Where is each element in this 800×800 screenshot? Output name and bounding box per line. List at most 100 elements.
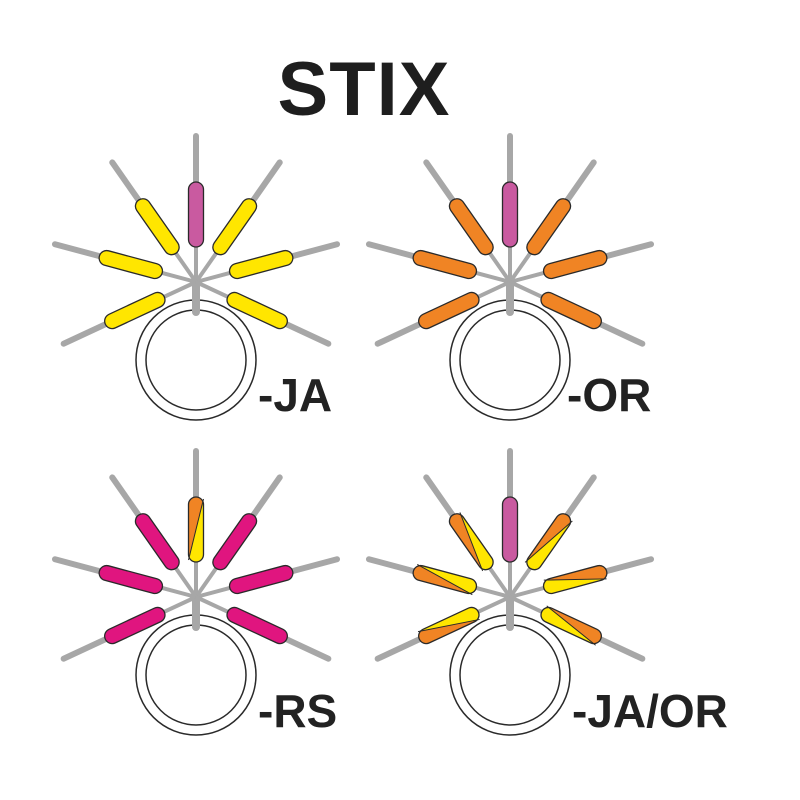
pill-split-line — [188, 498, 204, 561]
stix-panel — [51, 133, 341, 421]
ring-outer — [449, 299, 571, 421]
ray — [374, 595, 511, 662]
ring-inner — [459, 309, 561, 411]
ray-inner — [476, 595, 511, 615]
ray-tip — [109, 474, 143, 520]
ray-inner — [509, 585, 546, 599]
pill-split-line — [524, 520, 573, 563]
ray — [195, 595, 332, 662]
ray-tip — [563, 474, 597, 520]
panel-label-rs: -RS — [258, 685, 338, 737]
pill-orange — [412, 249, 478, 280]
ray — [374, 280, 511, 347]
pill-orange — [418, 291, 480, 330]
ray-tip — [60, 320, 111, 347]
ray — [187, 448, 205, 597]
ray — [195, 280, 332, 347]
ray-inner — [195, 280, 230, 300]
ray-tip — [601, 241, 655, 260]
pill-orange — [542, 249, 608, 280]
pill-purple — [501, 496, 519, 563]
pill-purple — [187, 181, 205, 248]
ray-tip — [249, 159, 283, 205]
pill-yellow — [98, 249, 164, 280]
ray-inner — [194, 566, 219, 599]
pill-orange — [448, 198, 494, 256]
pill-yellow — [134, 198, 180, 256]
ray-inner — [160, 270, 197, 284]
ray-inner — [195, 585, 232, 599]
stix-panel — [365, 133, 655, 421]
ring-inner — [145, 309, 247, 411]
ray-inner — [509, 270, 546, 284]
ring-outer — [135, 299, 257, 421]
ray — [365, 241, 511, 284]
ray — [508, 159, 597, 284]
ray-tip — [51, 556, 105, 575]
pill-yellow — [226, 291, 288, 330]
pill-magenta — [134, 513, 180, 571]
stix-panel — [365, 448, 655, 736]
ray-inner — [487, 251, 512, 284]
pill-magenta — [98, 564, 164, 595]
pill-magenta — [104, 606, 166, 645]
ray — [187, 133, 205, 282]
pill-orange — [540, 291, 602, 330]
ray-inner — [474, 585, 511, 599]
ring-outer — [135, 614, 257, 736]
ray — [423, 474, 512, 599]
ray-tip — [563, 159, 597, 205]
ray — [109, 474, 198, 599]
ray-tip — [287, 241, 341, 260]
stix-panel — [51, 448, 341, 736]
ray — [194, 474, 283, 599]
pill-magenta — [228, 564, 294, 595]
ray — [195, 241, 341, 284]
pill-split-line — [543, 578, 607, 581]
ray — [60, 595, 197, 662]
ray-tip — [287, 556, 341, 575]
ray-inner — [195, 595, 230, 615]
ray-inner — [162, 280, 197, 300]
ray-tip — [51, 241, 105, 260]
ray-tip — [109, 159, 143, 205]
panel-label-ja-or: -JA/OR — [572, 685, 728, 737]
ray — [195, 556, 341, 599]
ray-tip — [595, 635, 646, 662]
ray-tip — [60, 635, 111, 662]
ray-inner — [474, 270, 511, 284]
ray — [51, 241, 197, 284]
pill-yellow — [104, 291, 166, 330]
ray — [509, 241, 655, 284]
ray-inner — [162, 595, 197, 615]
ray-tip — [374, 635, 425, 662]
ray-tip — [595, 320, 646, 347]
pill-yellow — [212, 198, 258, 256]
ray-tip — [365, 556, 419, 575]
ray-tip — [365, 241, 419, 260]
panel-label-ja: -JA — [258, 369, 333, 421]
ring-inner — [459, 624, 561, 726]
ray — [509, 280, 646, 347]
ray-tip — [423, 474, 457, 520]
panel-label-or: -OR — [567, 369, 652, 421]
ray — [509, 556, 655, 599]
ray-inner — [173, 251, 198, 284]
ray — [109, 159, 198, 284]
pill-orange — [526, 198, 572, 256]
ray-tip — [281, 320, 332, 347]
ray-inner — [509, 595, 544, 615]
pill-split-line — [546, 605, 596, 646]
ray-inner — [509, 280, 544, 300]
title: STIX — [277, 47, 451, 132]
ray — [423, 159, 512, 284]
pill-magenta — [226, 606, 288, 645]
ray-tip — [281, 635, 332, 662]
ray — [60, 280, 197, 347]
ray-inner — [173, 566, 198, 599]
pill-split-line — [459, 512, 484, 572]
ray-tip — [374, 320, 425, 347]
ray-tip — [601, 556, 655, 575]
ray — [501, 448, 519, 597]
